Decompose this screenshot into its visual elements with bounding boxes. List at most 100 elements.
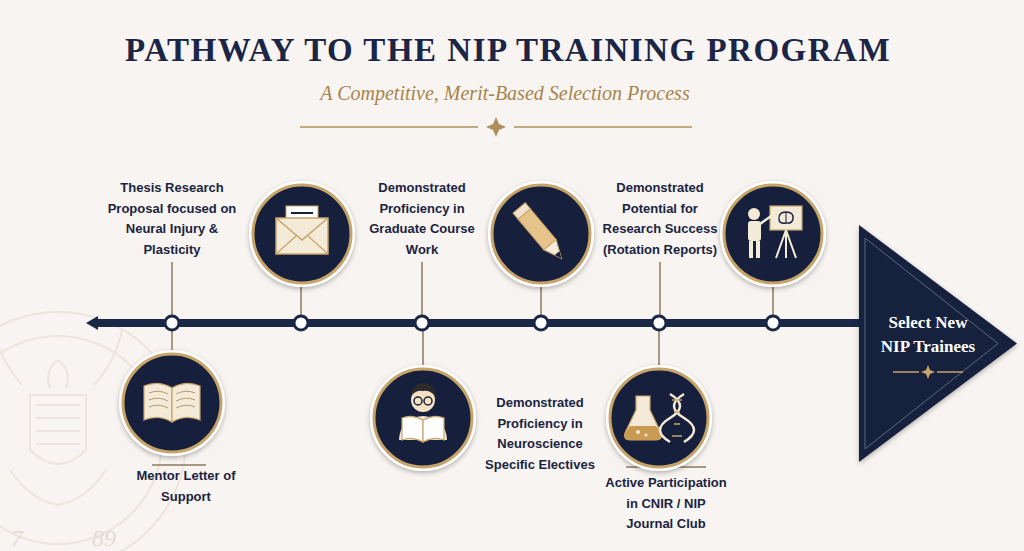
pencil-icon bbox=[555, 251, 564, 260]
lab-icon bbox=[672, 400, 682, 436]
arrow-ornament bbox=[893, 365, 963, 379]
pencil-icon bbox=[544, 240, 568, 264]
presenter-icon bbox=[770, 206, 802, 230]
envelope-icon bbox=[253, 185, 351, 283]
title-ornament bbox=[300, 117, 692, 137]
milestone-label: Thesis Research Proposal focused on Neur… bbox=[105, 178, 240, 260]
milestone-label: Mentor Letter of Support bbox=[131, 466, 241, 507]
arrow-ornament bbox=[921, 365, 935, 379]
lab-icon bbox=[636, 430, 640, 434]
seal-watermark bbox=[36, 405, 80, 444]
presenter-icon bbox=[786, 212, 787, 223]
envelope-icon bbox=[249, 181, 355, 287]
lab-icon bbox=[674, 394, 694, 442]
goal-arrow: Select New NIP Trainees bbox=[858, 224, 1018, 463]
lab-icon bbox=[606, 365, 712, 471]
leader-lines bbox=[300, 286, 302, 316]
timeline-dot bbox=[165, 316, 179, 330]
milestone-label: Demonstrated Proficiency in Graduate Cou… bbox=[360, 178, 485, 260]
lab-icon bbox=[625, 396, 662, 440]
leader-lines bbox=[659, 262, 661, 316]
book-icon bbox=[149, 391, 195, 408]
timeline-bar bbox=[86, 316, 864, 330]
diagram-title: PATHWAY TO THE NIP TRAINING PROGRAM bbox=[8, 30, 1008, 70]
envelope-icon bbox=[276, 236, 328, 254]
title-ornament bbox=[300, 126, 478, 128]
presenter-icon bbox=[760, 214, 774, 224]
leader-lines bbox=[540, 286, 542, 316]
presenter-icon bbox=[749, 241, 753, 258]
watermark-text: 89 bbox=[79, 524, 129, 551]
reader-icon bbox=[411, 388, 435, 412]
timeline-dot bbox=[294, 316, 308, 330]
reader-icon bbox=[370, 365, 476, 471]
presenter-icon bbox=[748, 208, 760, 220]
presenter-icon bbox=[720, 181, 826, 287]
arrow-ornament bbox=[893, 371, 919, 373]
subtitle: A Competitive, Merit-Based Selection Pro… bbox=[205, 80, 805, 106]
presenter-icon bbox=[724, 185, 822, 283]
timeline-dot bbox=[415, 316, 429, 330]
seal-watermark bbox=[48, 360, 68, 388]
envelope-icon bbox=[249, 181, 355, 287]
node-body: Select New NIP Trainees bbox=[876, 311, 980, 359]
milestone-label: Active Participation in CNIR / NIP Journ… bbox=[603, 473, 730, 535]
leader-lines bbox=[422, 330, 424, 366]
arrow-inner-outline bbox=[865, 238, 998, 449]
watermark-text: 7 bbox=[0, 524, 37, 551]
pencil-icon bbox=[488, 181, 594, 287]
leader-lines bbox=[421, 262, 423, 316]
envelope-icon bbox=[276, 218, 328, 254]
timeline-dot bbox=[165, 316, 780, 330]
arrow-ornament bbox=[937, 371, 963, 373]
timeline-dot bbox=[652, 316, 666, 330]
seal-watermark bbox=[10, 470, 106, 505]
presenter-icon bbox=[720, 181, 826, 287]
book-icon bbox=[123, 354, 221, 452]
reader-icon bbox=[424, 397, 432, 405]
presenter-icon bbox=[756, 241, 760, 258]
lab-icon bbox=[606, 365, 712, 471]
seal-watermark bbox=[30, 395, 86, 464]
lab-icon bbox=[625, 426, 662, 440]
leader-lines bbox=[152, 262, 773, 467]
reader-icon bbox=[374, 369, 472, 467]
envelope-icon bbox=[291, 212, 313, 214]
reader-icon bbox=[411, 388, 435, 396]
timeline-dot bbox=[766, 316, 780, 330]
book-icon bbox=[119, 350, 225, 456]
lab-icon bbox=[610, 369, 708, 467]
seal-watermark bbox=[0, 330, 122, 385]
leader-lines bbox=[171, 262, 173, 316]
milestone-label: Demonstrated Proficiency in Neuroscience… bbox=[478, 393, 603, 475]
leader-lines bbox=[152, 464, 206, 466]
milestone-label: Demonstrated Potential for Research Succ… bbox=[598, 178, 723, 260]
pencil-icon bbox=[492, 185, 590, 283]
presenter-icon bbox=[748, 221, 761, 241]
timeline-bar bbox=[86, 316, 98, 330]
envelope-icon bbox=[276, 218, 328, 240]
timeline-bar bbox=[96, 319, 864, 327]
leader-lines bbox=[658, 330, 660, 366]
reader-icon bbox=[423, 416, 444, 442]
book-icon bbox=[144, 383, 172, 422]
presenter-icon bbox=[779, 212, 793, 223]
book-icon bbox=[172, 383, 200, 422]
reader-icon bbox=[402, 416, 423, 442]
arrow-shape bbox=[859, 225, 1017, 462]
reader-icon bbox=[370, 365, 476, 471]
timeline-dot bbox=[534, 316, 548, 330]
leader-lines bbox=[171, 330, 173, 351]
pencil-icon bbox=[513, 203, 568, 264]
title-ornament bbox=[514, 126, 692, 128]
lab-icon bbox=[645, 434, 648, 437]
book-icon bbox=[119, 350, 225, 456]
reader-icon bbox=[414, 397, 422, 405]
leader-lines bbox=[772, 286, 774, 316]
title-ornament bbox=[486, 117, 506, 137]
